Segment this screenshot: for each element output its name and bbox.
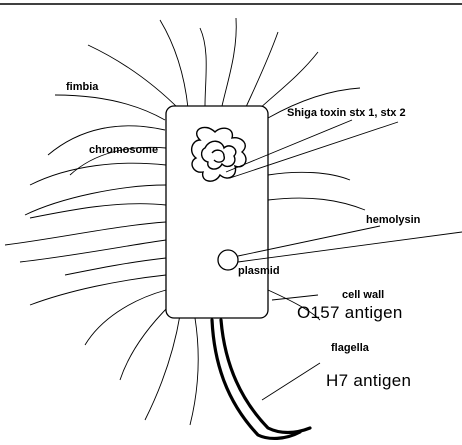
plasmid-label: plasmid <box>238 266 280 277</box>
cell-wall-label: cell wall <box>342 290 384 301</box>
fimbria-strand <box>246 32 278 107</box>
fimbria-strand <box>120 305 170 380</box>
fimbria-strand <box>30 163 166 185</box>
fimbria-strand <box>190 318 198 425</box>
fimbria-strand <box>20 240 166 262</box>
h7-antigen-label: H7 antigen <box>326 372 411 389</box>
fimbria-label: fimbia <box>66 82 98 93</box>
fimbria-strand <box>85 290 166 345</box>
hemolysin-leader-2 <box>238 232 462 262</box>
flagella-leader <box>262 363 320 400</box>
fimbria-strand <box>200 28 206 106</box>
fimbria-strand <box>88 45 180 110</box>
flagella-label: flagella <box>331 343 369 354</box>
fimbria-strand <box>145 315 180 420</box>
fimbria-strand <box>30 204 166 218</box>
shiga-toxin-label: Shiga toxin stx 1, stx 2 <box>287 108 406 119</box>
fimbria-strand <box>25 185 166 215</box>
fimbria-strand <box>5 222 166 245</box>
hemolysin-label: hemolysin <box>366 215 420 226</box>
plasmid-circle <box>218 250 238 270</box>
fimbria-strand <box>268 172 350 180</box>
fimbria-strand <box>222 18 236 106</box>
chromosome-label: chromosome <box>89 145 158 156</box>
fimbria-strand <box>30 275 166 305</box>
fimbria-strand <box>65 258 166 275</box>
fimbria-strand <box>55 95 165 120</box>
fimbria-strand <box>268 198 365 210</box>
cellwall-leader <box>272 295 318 300</box>
o157-antigen-label: O157 antigen <box>297 304 403 321</box>
cell-body <box>166 106 268 318</box>
